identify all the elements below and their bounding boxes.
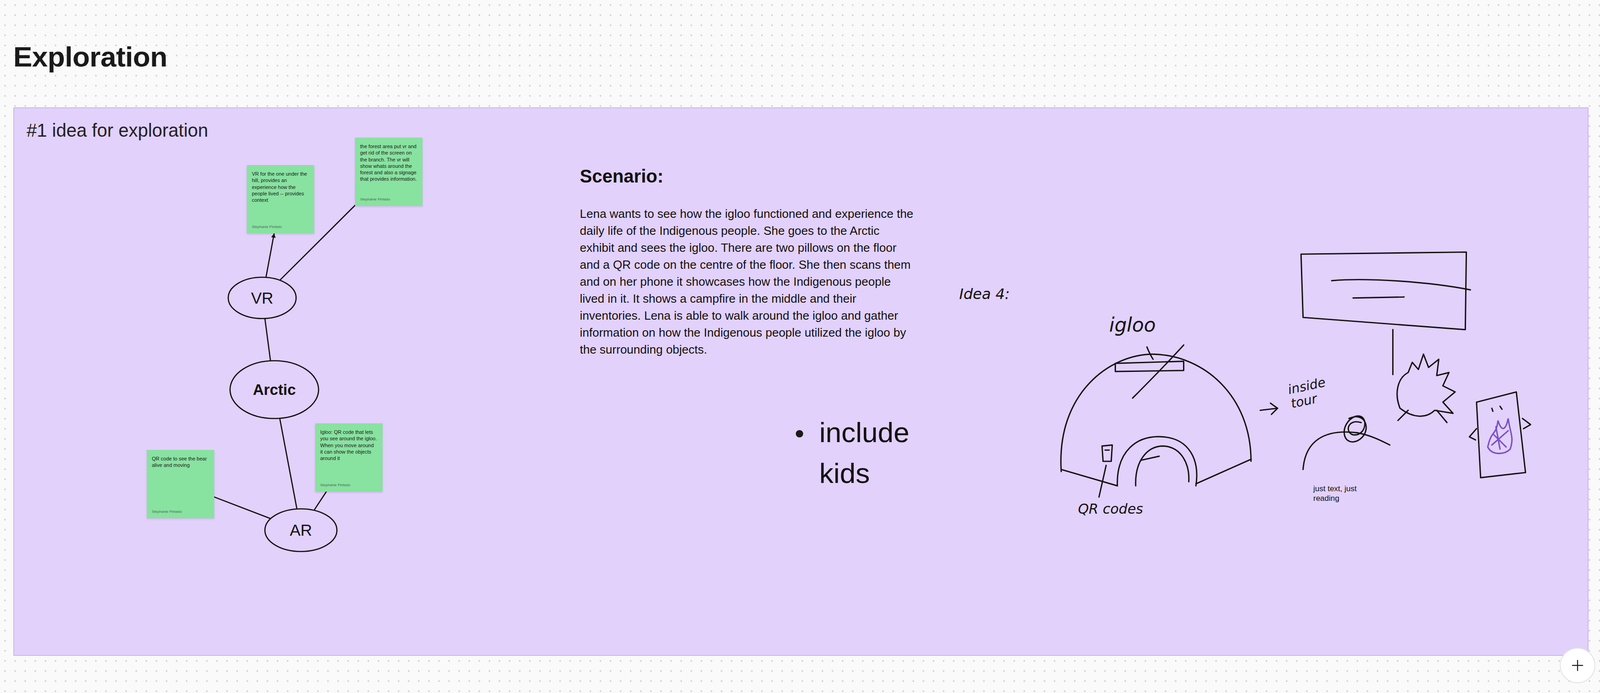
note-label: Idea 4: — [959, 285, 1010, 303]
note-text: QR code to see the bear alive and moving — [151, 455, 210, 469]
note-label: QR codes — [1077, 500, 1144, 517]
note-label: just text, just reading — [1313, 483, 1371, 504]
note-author: Stephanie Pintado — [151, 505, 210, 514]
note-text: Igloo: QR code that lets you see around … — [320, 428, 378, 462]
topic-ellipse: AR — [264, 508, 338, 553]
connector — [265, 319, 271, 361]
note-label: include kids — [819, 411, 930, 494]
band-heading: #1 idea for exploration — [26, 120, 209, 141]
sticky-note: Igloo: QR code that lets you see around … — [315, 423, 383, 492]
ellipse-shape — [265, 509, 338, 552]
note-author: Stephanie Pintado — [251, 221, 310, 229]
ellipse-shape — [228, 277, 297, 319]
ellipse-shape — [230, 361, 319, 419]
connector — [279, 419, 297, 509]
note-label: Scenario: — [579, 166, 664, 187]
topic-ellipse: Arctic — [229, 360, 320, 420]
sticky-note: QR code to see the bear alive and moving… — [146, 450, 215, 519]
idea-band: #1 idea for exploration the forest area p… — [13, 107, 1589, 656]
note-text: the forest area put vr and get rid of th… — [360, 143, 418, 183]
connector — [214, 497, 271, 519]
note-label: igloo — [1109, 313, 1156, 337]
note-author: Stephanie Pintado — [360, 193, 418, 202]
connector — [314, 491, 327, 510]
note-text: VR for the one under the hill, provides … — [251, 170, 310, 204]
topic-label: Arctic — [252, 381, 296, 399]
page-title: Exploration — [13, 40, 168, 73]
note-label: Lena wants to see how the igloo function… — [579, 205, 915, 359]
note-author: Stephanie Pintado — [320, 479, 378, 488]
topic-label: VR — [250, 288, 274, 308]
topic-ellipse: VR — [227, 276, 297, 320]
sticky-note: the forest area put vr and get rid of th… — [355, 137, 423, 206]
topic-label: AR — [289, 521, 313, 540]
sticky-note: VR for the one under the hill, provides … — [246, 165, 315, 234]
connector — [266, 233, 275, 277]
